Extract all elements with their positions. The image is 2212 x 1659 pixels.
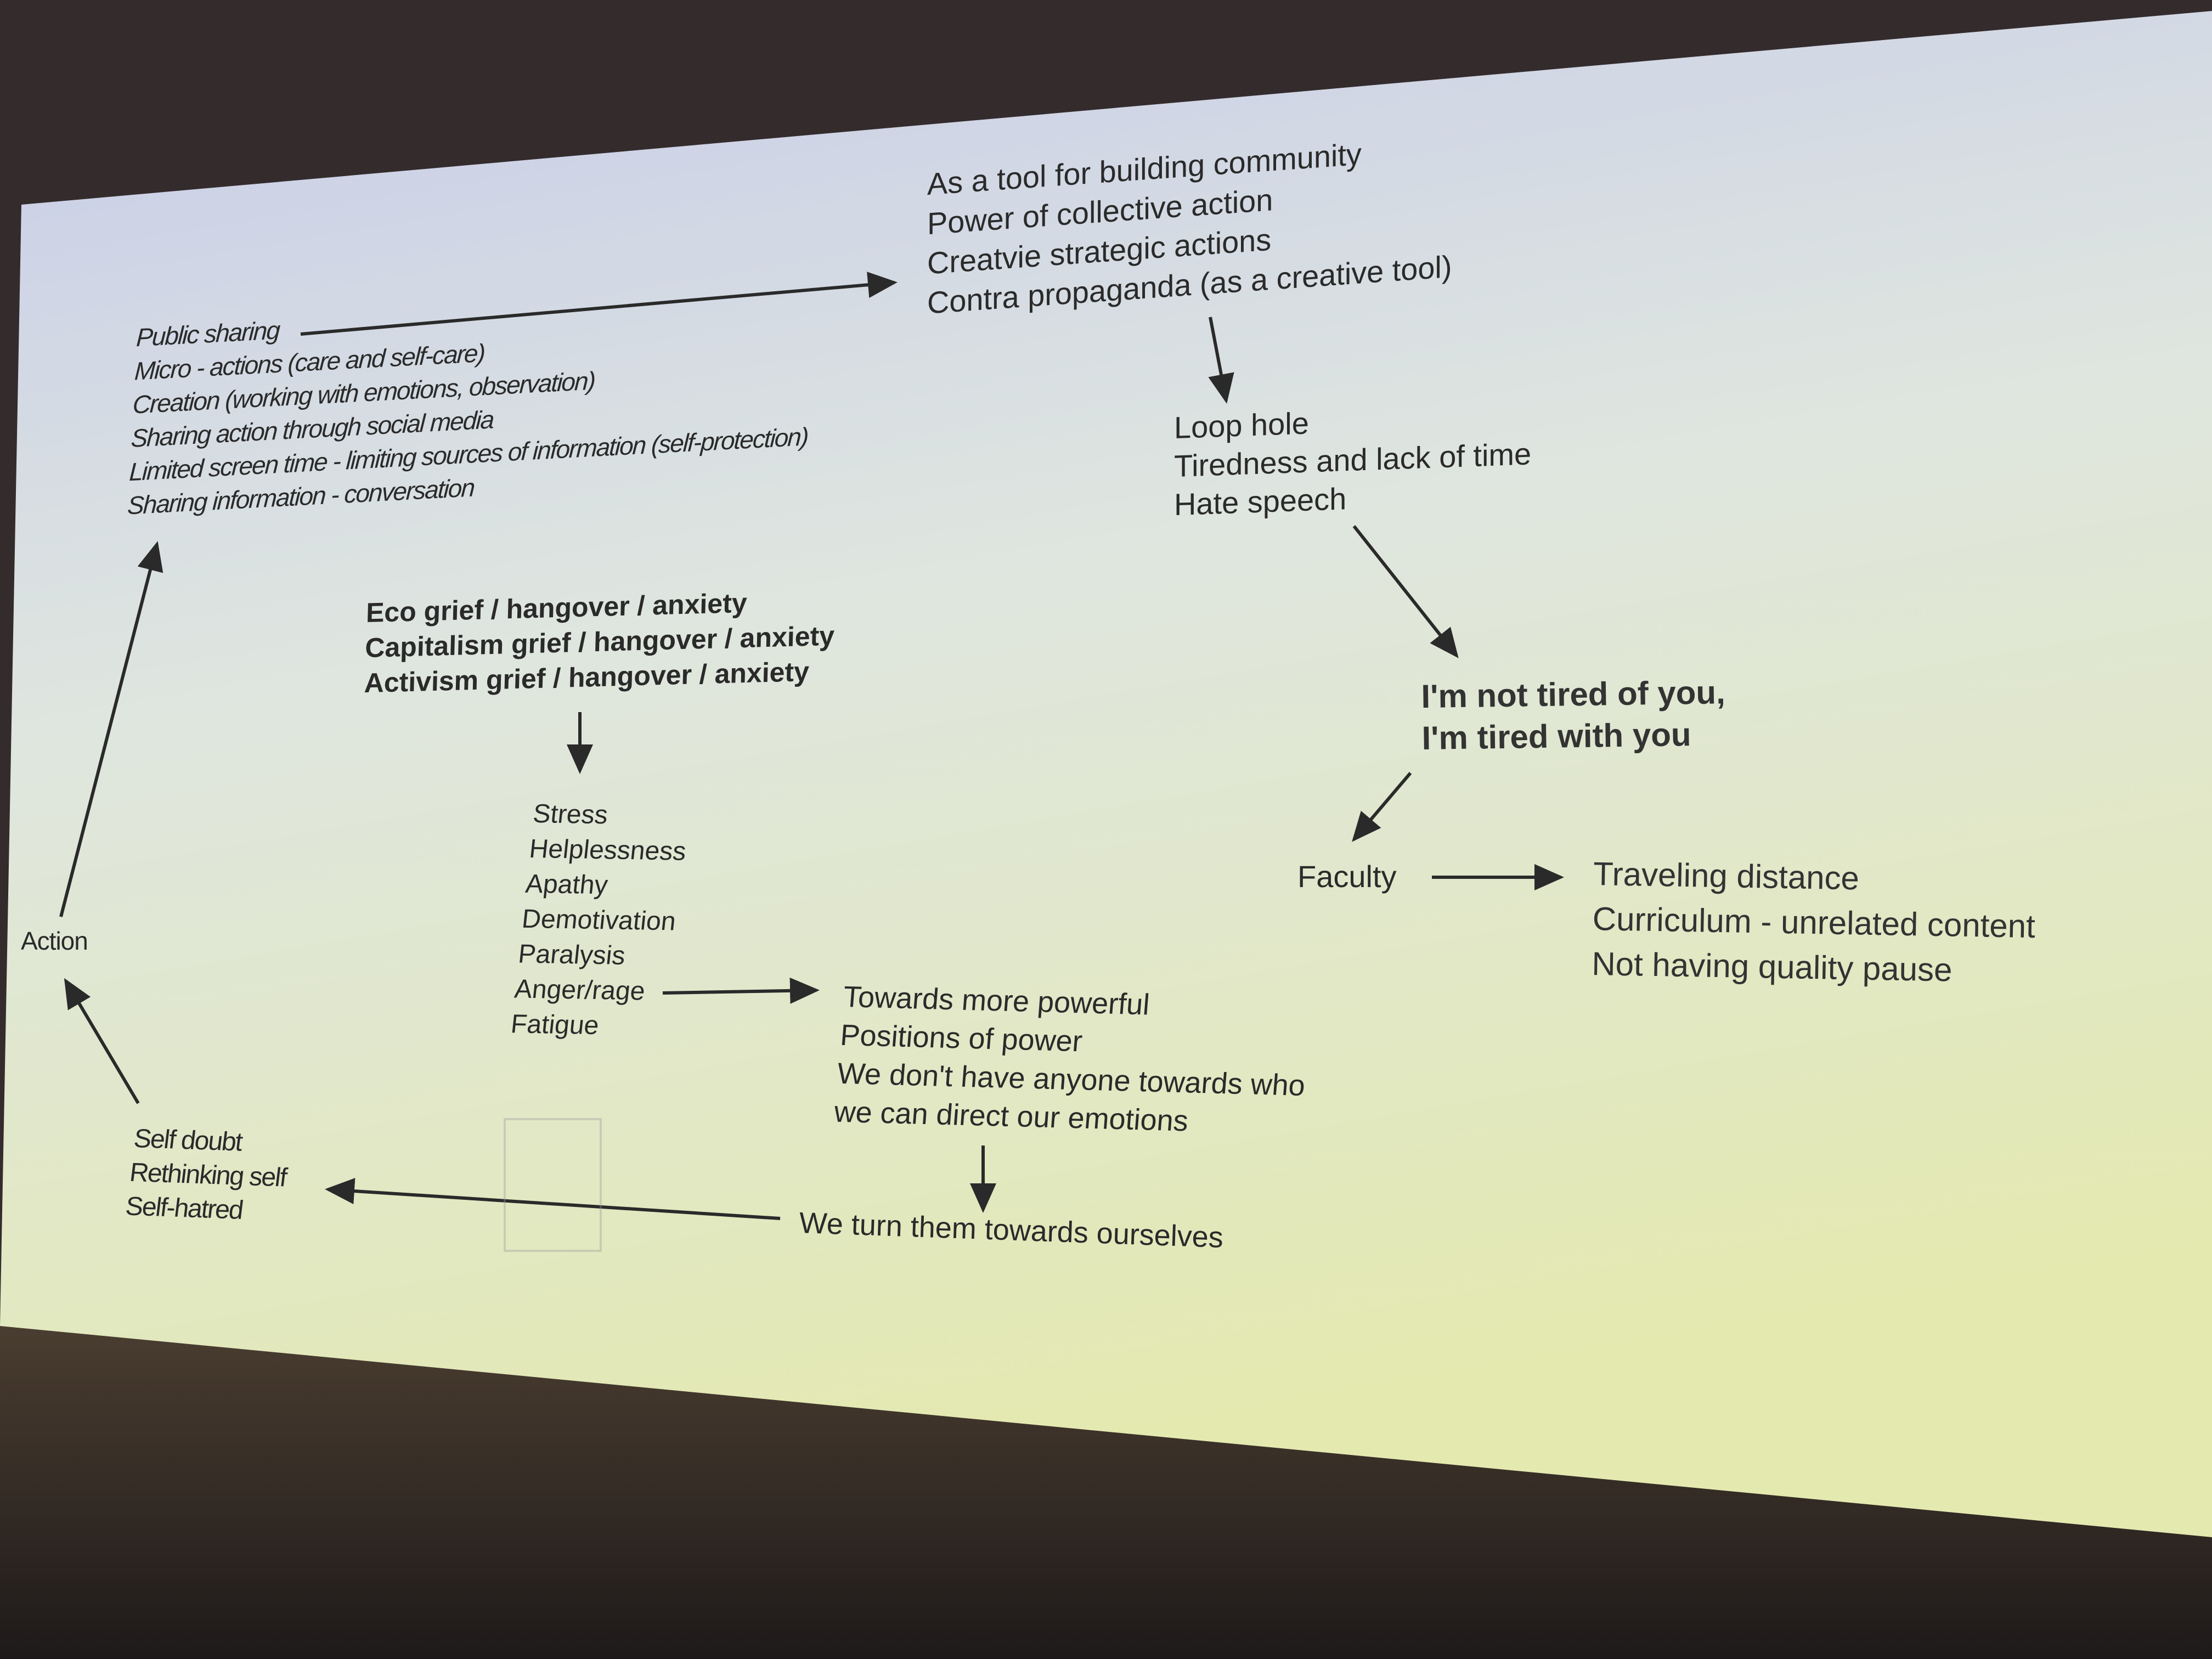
text-line: Fatigue — [509, 1009, 601, 1041]
arrow-hatespeech-to-tired — [1352, 525, 1459, 658]
action-label: Action — [21, 927, 88, 955]
arrow-action-to-actions — [59, 541, 163, 917]
actions-list: Public sharing Micro - actions (care and… — [127, 285, 816, 522]
text-line: Rethinking self — [128, 1158, 288, 1193]
towards-block: Towards more powerful Positions of power… — [833, 978, 1313, 1143]
arrow-tired-to-faculty — [1352, 772, 1412, 842]
text-line: I'm not tired of you, — [1421, 674, 1726, 715]
arrow-public-sharing-to-community — [300, 272, 898, 336]
self-block: Self doubt Rethinking self Self-hatred — [123, 1122, 292, 1229]
arrow-turn-to-selfdoubt — [325, 1178, 781, 1220]
text-line: I'm tired with you — [1421, 716, 1691, 757]
faculty-label: Faculty — [1297, 859, 1397, 894]
text-line: Apathy — [524, 869, 610, 900]
arrow-selfdoubt-to-action — [64, 978, 140, 1104]
emotions-list: Stress Helplessness Apathy Demotivation … — [509, 797, 691, 1045]
grief-block: Eco grief / hangover / anxiety Capitalis… — [364, 583, 836, 701]
text-line: Self-hatred — [123, 1192, 245, 1225]
obstacles-block: Loop hole Tiredness and lack of time Hat… — [1174, 396, 1531, 524]
text-line: Paralysis — [517, 939, 627, 970]
text-line: Traveling distance — [1593, 855, 1860, 897]
text-line: Self doubt — [132, 1124, 244, 1157]
faculty-issues: Traveling distance Curriculum - unrelate… — [1592, 851, 2036, 994]
tired-quote: I'm not tired of you, I'm tired with you — [1421, 672, 1726, 759]
text-line: Demotivation — [520, 904, 678, 936]
text-line: Curriculum - unrelated content — [1592, 900, 2036, 945]
tape-mark — [504, 1118, 602, 1252]
arrow-anger-to-towards — [662, 977, 820, 1004]
text-line: Not having quality pause — [1591, 945, 1953, 989]
text-line: Helplessness — [528, 834, 688, 866]
arrow-community-to-loophole — [1208, 317, 1234, 404]
text-line: Stress — [531, 799, 610, 830]
text-line: Anger/rage — [513, 974, 647, 1006]
projected-slide — [0, 11, 2212, 1537]
